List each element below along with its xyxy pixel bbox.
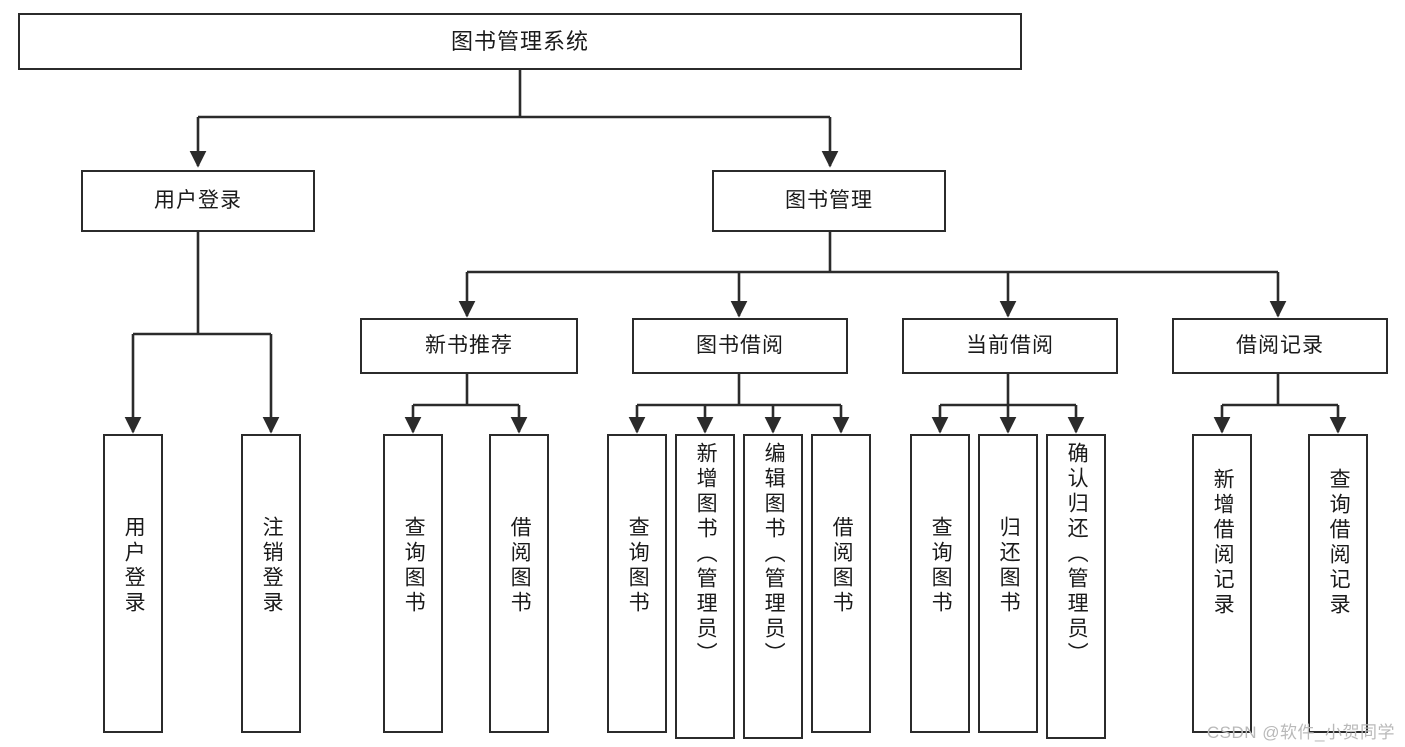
node-current-borrow[interactable]: 当前借阅 (902, 318, 1118, 374)
node-leaf-query-book-1[interactable]: 查询图书 (383, 434, 443, 733)
node-leaf-borrow-book-2-label: 借阅图书 (830, 516, 854, 616)
node-leaf-query-book-2[interactable]: 查询图书 (607, 434, 667, 733)
node-leaf-return-book-label: 归还图书 (997, 516, 1021, 616)
csdn-watermark: CSDN @软件_小贺同学 (1206, 723, 1395, 742)
node-leaf-confirm-return[interactable]: 确认归还（管理员） (1046, 434, 1106, 739)
node-book-manage[interactable]: 图书管理 (712, 170, 946, 232)
node-leaf-query-record[interactable]: 查询借阅记录 (1308, 434, 1368, 733)
node-new-book-recommend-label: 新书推荐 (425, 333, 513, 357)
node-leaf-edit-book-label: 编辑图书（管理员） (762, 442, 786, 667)
node-user-login[interactable]: 用户登录 (81, 170, 315, 232)
node-leaf-logout[interactable]: 注销登录 (241, 434, 301, 733)
node-leaf-borrow-book-1-label: 借阅图书 (508, 516, 532, 616)
node-current-borrow-label: 当前借阅 (966, 333, 1054, 357)
node-new-book-recommend[interactable]: 新书推荐 (360, 318, 578, 374)
node-leaf-borrow-book-1[interactable]: 借阅图书 (489, 434, 549, 733)
node-borrow-record-label: 借阅记录 (1236, 333, 1324, 357)
node-book-borrow[interactable]: 图书借阅 (632, 318, 848, 374)
node-leaf-add-book[interactable]: 新增图书（管理员） (675, 434, 735, 739)
node-leaf-query-book-3-label: 查询图书 (929, 516, 953, 616)
node-leaf-borrow-book-2[interactable]: 借阅图书 (811, 434, 871, 733)
node-leaf-edit-book[interactable]: 编辑图书（管理员） (743, 434, 803, 739)
node-leaf-query-book-2-label: 查询图书 (626, 516, 650, 616)
node-book-borrow-label: 图书借阅 (696, 333, 784, 357)
node-leaf-add-book-label: 新增图书（管理员） (694, 442, 718, 667)
node-book-manage-label: 图书管理 (785, 188, 873, 212)
node-leaf-query-record-label: 查询借阅记录 (1327, 468, 1351, 618)
node-leaf-add-record-label: 新增借阅记录 (1211, 468, 1235, 618)
node-leaf-confirm-return-label: 确认归还（管理员） (1065, 442, 1089, 667)
node-leaf-query-book-1-label: 查询图书 (402, 516, 426, 616)
node-user-login-label: 用户登录 (154, 188, 242, 212)
node-leaf-user-login[interactable]: 用户登录 (103, 434, 163, 733)
node-root[interactable]: 图书管理系统 (18, 13, 1022, 70)
node-root-label: 图书管理系统 (450, 28, 589, 54)
node-leaf-return-book[interactable]: 归还图书 (978, 434, 1038, 733)
node-leaf-query-book-3[interactable]: 查询图书 (910, 434, 970, 733)
node-leaf-add-record[interactable]: 新增借阅记录 (1192, 434, 1252, 733)
node-leaf-user-login-label: 用户登录 (122, 516, 146, 616)
node-borrow-record[interactable]: 借阅记录 (1172, 318, 1388, 374)
node-leaf-logout-label: 注销登录 (260, 516, 284, 616)
